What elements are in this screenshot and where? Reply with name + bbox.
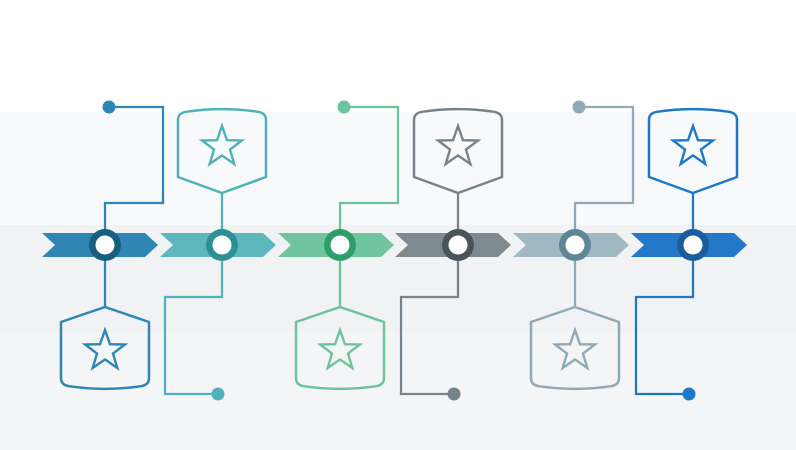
connector-endpoint-dot: [682, 387, 696, 401]
connector-endpoint-dot: [572, 100, 586, 114]
connector-endpoint-dot: [211, 387, 225, 401]
star-icon: [316, 326, 364, 371]
timeline-step-5: [513, 100, 635, 391]
milestone-node-center: [330, 235, 350, 255]
milestone-node-center: [212, 235, 232, 255]
milestone-node-center: [565, 235, 585, 255]
connector-line: [338, 105, 400, 307]
connector-line: [573, 105, 635, 307]
connector-endpoint-dot: [102, 100, 116, 114]
badge-shield: [294, 305, 386, 391]
star-icon: [434, 122, 482, 167]
timeline-step-6: [631, 107, 747, 401]
badge-shield: [647, 107, 739, 195]
badge-shield: [59, 305, 151, 391]
background-band-1: [0, 0, 796, 112]
milestone-node-center: [95, 235, 115, 255]
connector-line: [399, 193, 460, 396]
star-icon: [81, 326, 129, 371]
timeline-step-3: [278, 100, 400, 391]
badge-shield: [412, 107, 504, 195]
milestone-node-center: [448, 235, 468, 255]
connector-endpoint-dot: [337, 100, 351, 114]
connector-line: [163, 193, 224, 396]
timeline-step-1: [42, 100, 165, 391]
star-icon: [198, 122, 246, 167]
timeline-step-2: [160, 107, 276, 401]
star-icon: [551, 326, 599, 371]
milestone-node-center: [683, 235, 703, 255]
badge-shield: [176, 107, 268, 195]
connector-endpoint-dot: [447, 387, 461, 401]
background-band-4: [0, 333, 796, 450]
timeline-step-4: [395, 107, 511, 401]
badge-shield: [529, 305, 621, 391]
star-icon: [669, 122, 717, 167]
connector-line: [634, 193, 695, 396]
connector-line: [103, 105, 165, 307]
